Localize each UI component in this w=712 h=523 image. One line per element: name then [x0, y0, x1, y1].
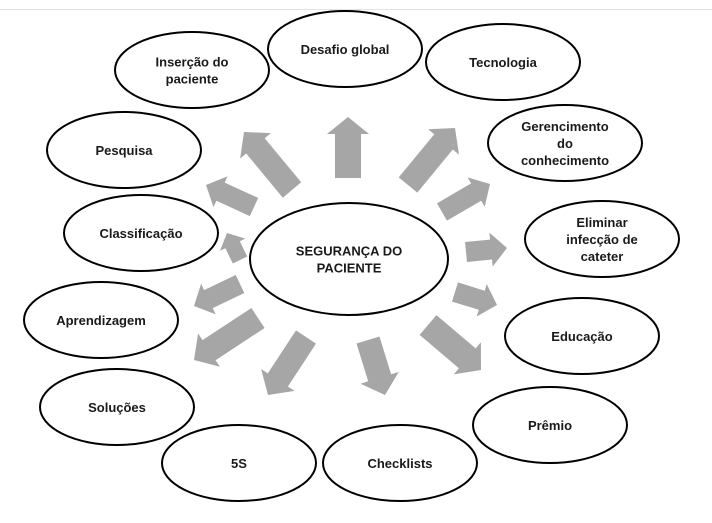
node-pesquisa-ellipse [46, 111, 202, 189]
node-checklists-label-line: Checklists [367, 456, 432, 471]
arrow-to-tecnologia [398, 128, 459, 193]
node-insercao-do-paciente: Inserção do paciente [114, 31, 270, 109]
arrow-to-educacao [452, 282, 497, 317]
node-pesquisa-label-line: Pesquisa [95, 143, 153, 158]
node-solucoes-label-line: Soluções [88, 400, 146, 415]
node-desafio-global: Desafio global [267, 10, 423, 88]
node-premio: Prêmio [472, 386, 628, 464]
node-checklists: Checklists [322, 424, 478, 502]
arrow-to-pesquisa [206, 176, 259, 217]
node-desafio-global-ellipse [267, 10, 423, 88]
node-premio-ellipse [472, 386, 628, 464]
node-5s-ellipse [161, 424, 317, 502]
node-gerenciamento-do-conhecimento: Gerencimento do conhecimento [487, 104, 643, 182]
node-gerenciamento-do-conhecimento-ellipse [487, 104, 643, 182]
arrow-to-5s [261, 330, 316, 395]
node-gerenciamento-do-conhecimento-label-line: Gerencimento [521, 119, 608, 134]
node-aprendizagem: Aprendizagem [23, 281, 179, 359]
node-aprendizagem-ellipse [23, 281, 179, 359]
node-premio-label-line: Prêmio [528, 418, 572, 433]
center-node-label-line: PACIENTE [317, 261, 382, 276]
node-educacao: Educação [504, 297, 660, 375]
node-classificacao-label-line: Classificação [99, 226, 182, 241]
node-eliminar-infeccao-de-cateter-label-line: Eliminar [576, 215, 627, 230]
arrow-to-aprendizagem [194, 275, 245, 315]
center-node-ellipse [249, 202, 449, 316]
node-checklists-ellipse [322, 424, 478, 502]
node-classificacao: Classificação [63, 194, 219, 272]
node-pesquisa: Pesquisa [46, 111, 202, 189]
node-educacao-label-line: Educação [551, 329, 612, 344]
arrow-to-solucoes [194, 308, 265, 367]
arrow-to-desafio-global [327, 117, 369, 178]
node-gerenciamento-do-conhecimento-label-line: do [557, 136, 573, 151]
arrow-to-checklists [356, 336, 399, 395]
node-solucoes: Soluções [39, 368, 195, 446]
arrow-to-premio [419, 315, 481, 375]
node-5s: 5S [161, 424, 317, 502]
arrow-to-gerenciamento-do-conhecimento [437, 177, 490, 221]
node-eliminar-infeccao-de-cateter: Eliminar infecção de cateter [524, 200, 680, 278]
node-gerenciamento-do-conhecimento-label-line: conhecimento [521, 153, 609, 168]
node-tecnologia-label-line: Tecnologia [469, 55, 537, 70]
node-5s-label-line: 5S [231, 456, 247, 471]
node-educacao-ellipse [504, 297, 660, 375]
node-eliminar-infeccao-de-cateter-ellipse [524, 200, 680, 278]
center-node-label-line: SEGURANÇA DO [296, 244, 402, 259]
node-eliminar-infeccao-de-cateter-label-line: cateter [581, 249, 624, 264]
node-insercao-do-paciente-label-line: paciente [166, 72, 219, 87]
node-classificacao-ellipse [63, 194, 219, 272]
node-eliminar-infeccao-de-cateter-label-line: infecção de [566, 232, 638, 247]
node-solucoes-ellipse [39, 368, 195, 446]
node-desafio-global-label-line: Desafio global [301, 42, 390, 57]
node-tecnologia-ellipse [425, 23, 581, 101]
arrows-layer [194, 117, 507, 395]
node-tecnologia: Tecnologia [425, 23, 581, 101]
arrow-to-classificacao [220, 233, 248, 264]
arrow-to-eliminar-infeccao-de-cateter [465, 232, 507, 267]
center-node: SEGURANÇA DO PACIENTE [249, 202, 449, 316]
top-divider [0, 9, 712, 10]
node-insercao-do-paciente-ellipse [114, 31, 270, 109]
node-insercao-do-paciente-label-line: Inserção do [156, 55, 229, 70]
arrow-to-insercao-do-paciente [240, 132, 302, 198]
node-aprendizagem-label-line: Aprendizagem [56, 313, 146, 328]
